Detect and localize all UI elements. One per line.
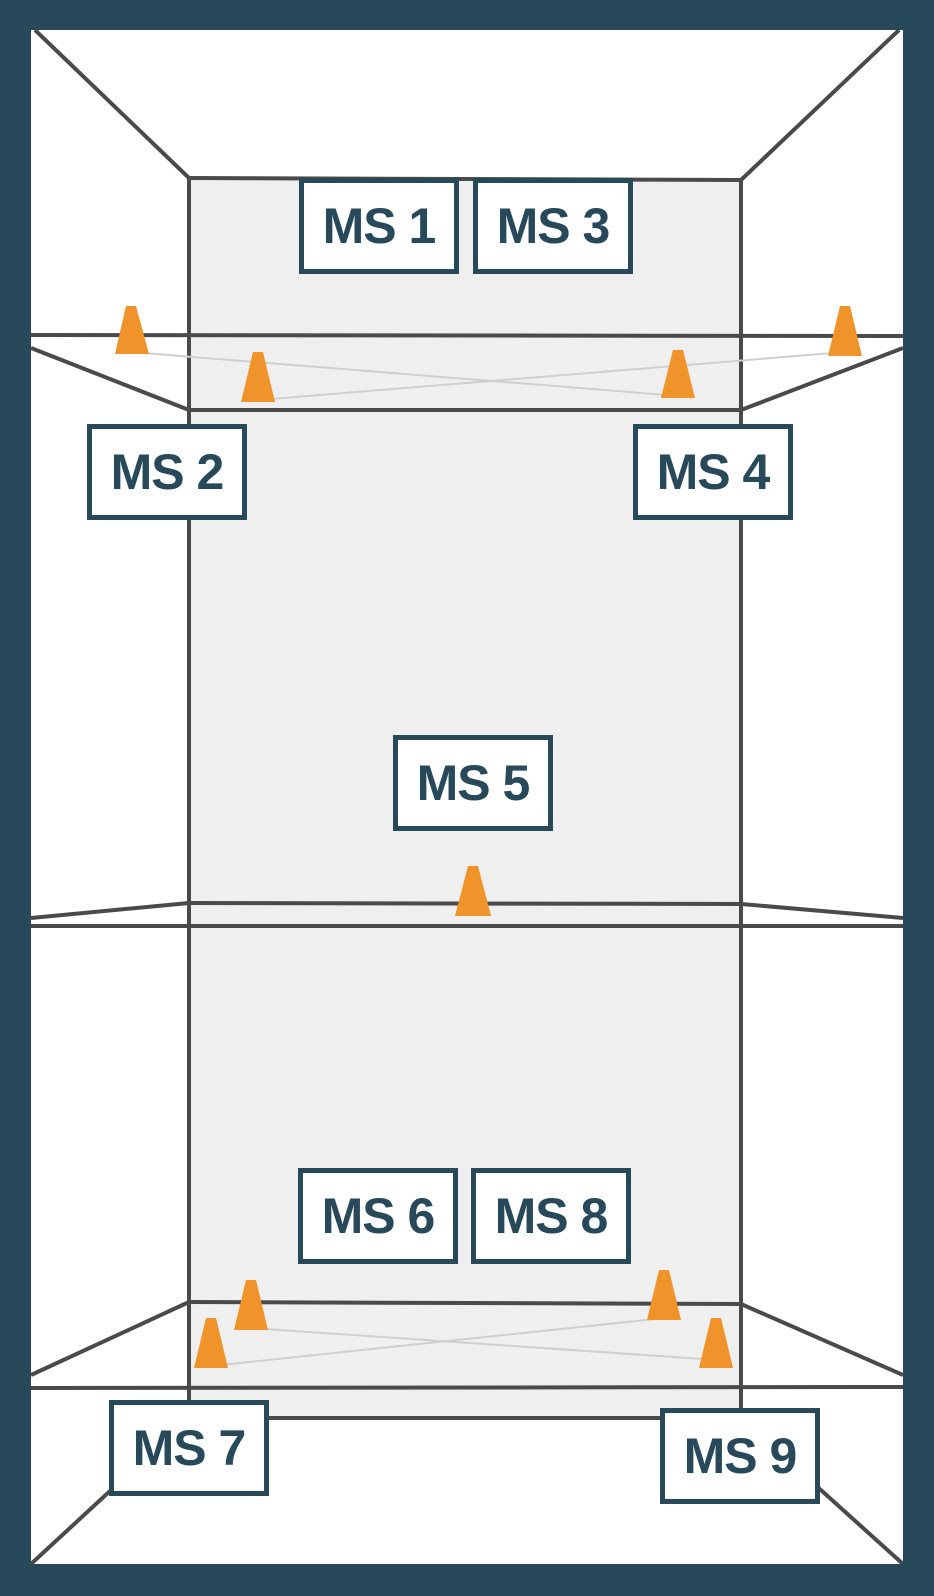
traffic-cone-icon bbox=[241, 352, 275, 402]
marker-ms9: MS 9 bbox=[660, 1408, 820, 1504]
traffic-cone-icon bbox=[647, 1270, 681, 1320]
marker-ms2: MS 2 bbox=[87, 424, 247, 520]
traffic-cone-icon bbox=[455, 866, 491, 916]
marker-ms1: MS 1 bbox=[299, 178, 459, 274]
traffic-cone-icon bbox=[661, 350, 695, 398]
marker-ms8: MS 8 bbox=[471, 1168, 631, 1264]
traffic-cone-icon bbox=[828, 306, 862, 356]
marker-ms5: MS 5 bbox=[393, 735, 553, 831]
traffic-cones bbox=[115, 306, 862, 1368]
traffic-cone-icon bbox=[115, 306, 149, 354]
traffic-cone-icon bbox=[194, 1318, 228, 1368]
traffic-cone-icon bbox=[234, 1280, 268, 1330]
traffic-cone-icon bbox=[699, 1318, 733, 1368]
marker-ms6: MS 6 bbox=[298, 1168, 458, 1264]
marker-ms3: MS 3 bbox=[473, 178, 633, 274]
marker-ms4: MS 4 bbox=[633, 424, 793, 520]
marker-ms7: MS 7 bbox=[109, 1400, 269, 1496]
room-view: MS 1 MS 3 MS 2 MS 4 MS 5 MS 6 MS 8 MS 7 … bbox=[31, 30, 903, 1564]
cone-connector-lines bbox=[130, 351, 846, 1367]
